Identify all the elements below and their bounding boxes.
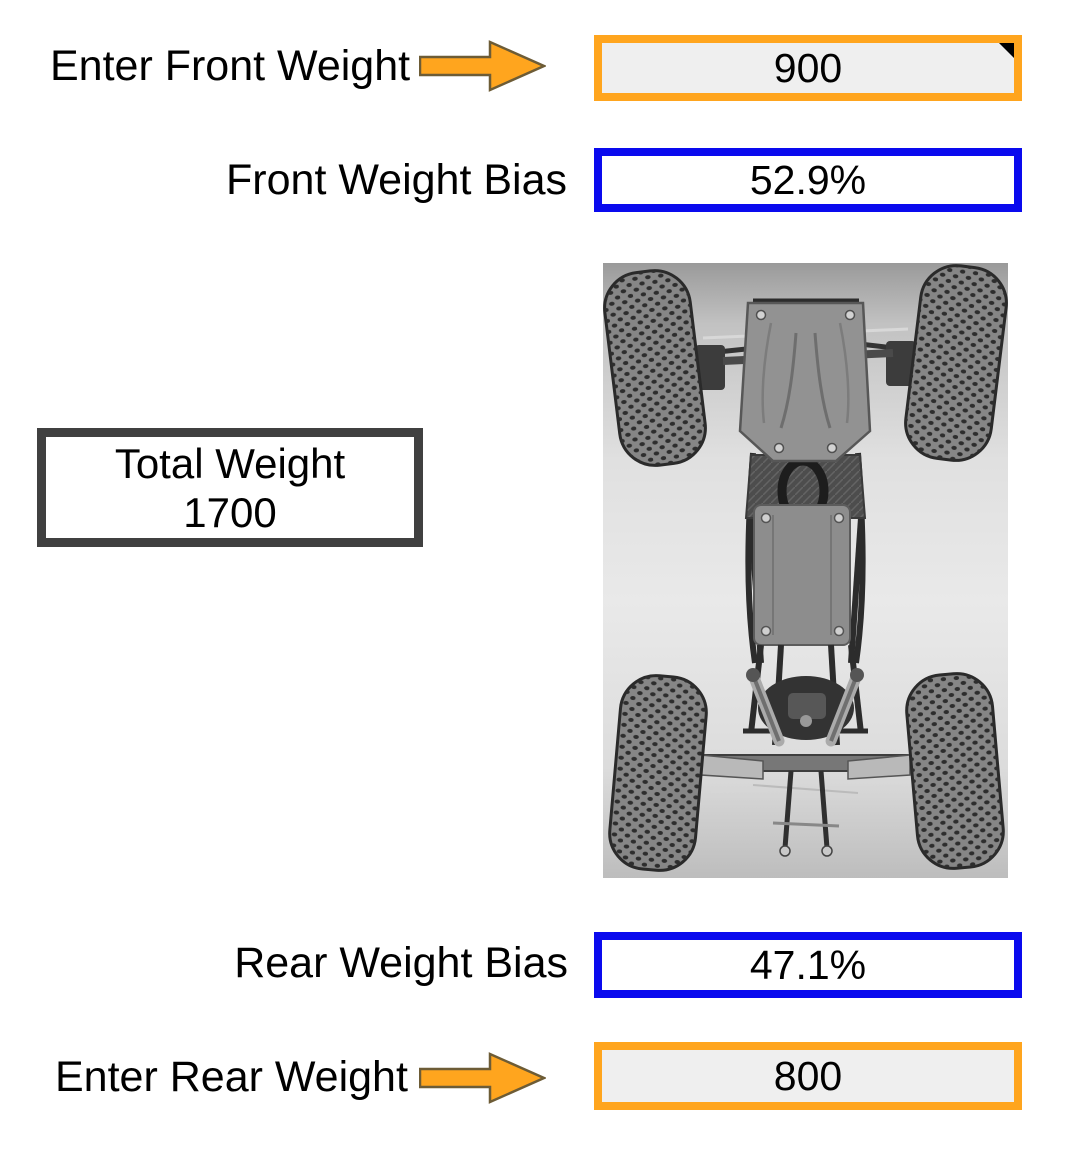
total-weight-value: 1700 <box>183 488 277 536</box>
front-arrow-icon <box>419 40 546 92</box>
rear-bias-label: Rear Weight Bias <box>234 939 568 987</box>
rear-weight-label: Enter Rear Weight <box>55 1053 408 1101</box>
front-bias-value: 52.9% <box>749 156 867 203</box>
rear-bias-value: 47.1% <box>749 941 867 988</box>
rear-arrow-icon <box>419 1052 546 1104</box>
front-bias-output: 52.9% <box>594 148 1022 212</box>
rear-bias-output: 47.1% <box>594 932 1022 998</box>
total-weight-label: Total Weight <box>114 439 346 487</box>
front-weight-value: 900 <box>773 44 843 91</box>
front-weight-input[interactable]: 900 <box>594 35 1022 101</box>
front-weight-label: Enter Front Weight <box>50 42 411 90</box>
total-weight-box: Total Weight 1700 <box>37 428 423 547</box>
rear-weight-value: 800 <box>773 1052 843 1099</box>
rear-weight-input[interactable]: 800 <box>594 1042 1022 1110</box>
comment-corner-icon <box>999 43 1014 58</box>
front-bias-label: Front Weight Bias <box>226 156 567 204</box>
buggy-top-view-photo <box>603 263 1008 878</box>
